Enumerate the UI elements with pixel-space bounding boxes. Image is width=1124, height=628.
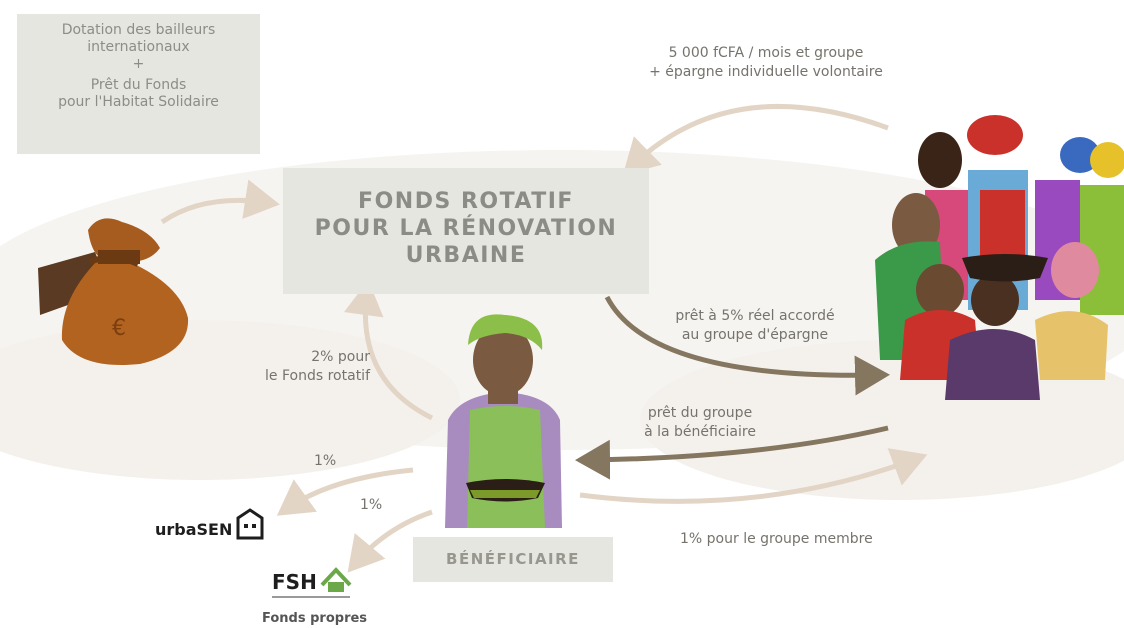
group-loan-line-2: au groupe d'épargne [681,327,829,343]
funding-source-line-1: Dotation des bailleurs [61,22,216,38]
fund-share-line-2: le Fonds rotatif [265,368,370,384]
svg-text:€: € [112,316,126,341]
fsh-share-label: 1% [360,497,383,513]
arrow-bag-to-fonds [160,179,280,225]
fund-share-line-1: 2% pour [311,349,370,365]
fsh-logo: FSH [272,570,317,594]
beneficiary-loan-label: prêt du groupe à la bénéficiaire [625,404,775,442]
own-funds-label: Fonds propres [262,611,368,626]
revolving-fund-title-3: URBAINE [405,243,527,268]
funding-source-line-2: internationaux [87,39,190,55]
revolving-fund-title-1: FONDS ROTATIF [358,189,574,214]
arrow-fonds-to-group [604,295,890,396]
revolving-fund-title-2: POUR LA RÉNOVATION [314,216,618,241]
arrow-beneficiary-to-fonds [343,280,434,421]
funding-source-plus: + [132,56,145,72]
group-loan-line-1: prêt à 5% réel accordé [675,308,835,324]
funding-source-line-4: pour l'Habitat Solidaire [58,94,219,110]
beneficiary-box: BÉNÉFICIAIRE [413,537,613,582]
beneficiary-loan-line-1: prêt du groupe [647,405,753,421]
group-contribution-line-2: + épargne individuelle volontaire [649,64,883,80]
group-contribution-label: 5 000 fCFA / mois et groupe + épargne in… [616,44,916,82]
arrow-group-to-fonds [622,103,889,175]
funding-sources-box: Dotation des bailleurs internationaux + … [17,14,260,154]
group-loan-label: prêt à 5% réel accordé au groupe d'éparg… [650,307,860,345]
revolving-fund-box: FONDS ROTATIF POUR LA RÉNOVATION URBAINE [283,168,649,294]
group-member-share-label: 1% pour le groupe membre [680,531,873,547]
urbasen-share-label: 1% [314,453,337,469]
fund-share-label: 2% pour le Fonds rotatif [220,348,370,386]
funding-source-line-3: Prêt du Fonds [90,77,187,93]
arrow-group-to-beneficiary [575,425,889,480]
arrow-beneficiary-to-urbasen [276,467,414,516]
group-contribution-line-1: 5 000 fCFA / mois et groupe [668,45,864,61]
arrow-beneficiary-to-group [579,448,928,504]
arrow-beneficiary-to-fsh [347,509,433,573]
urbasen-logo: urbaSEN [155,520,233,539]
beneficiary-loan-line-2: à la bénéficiaire [644,424,756,440]
